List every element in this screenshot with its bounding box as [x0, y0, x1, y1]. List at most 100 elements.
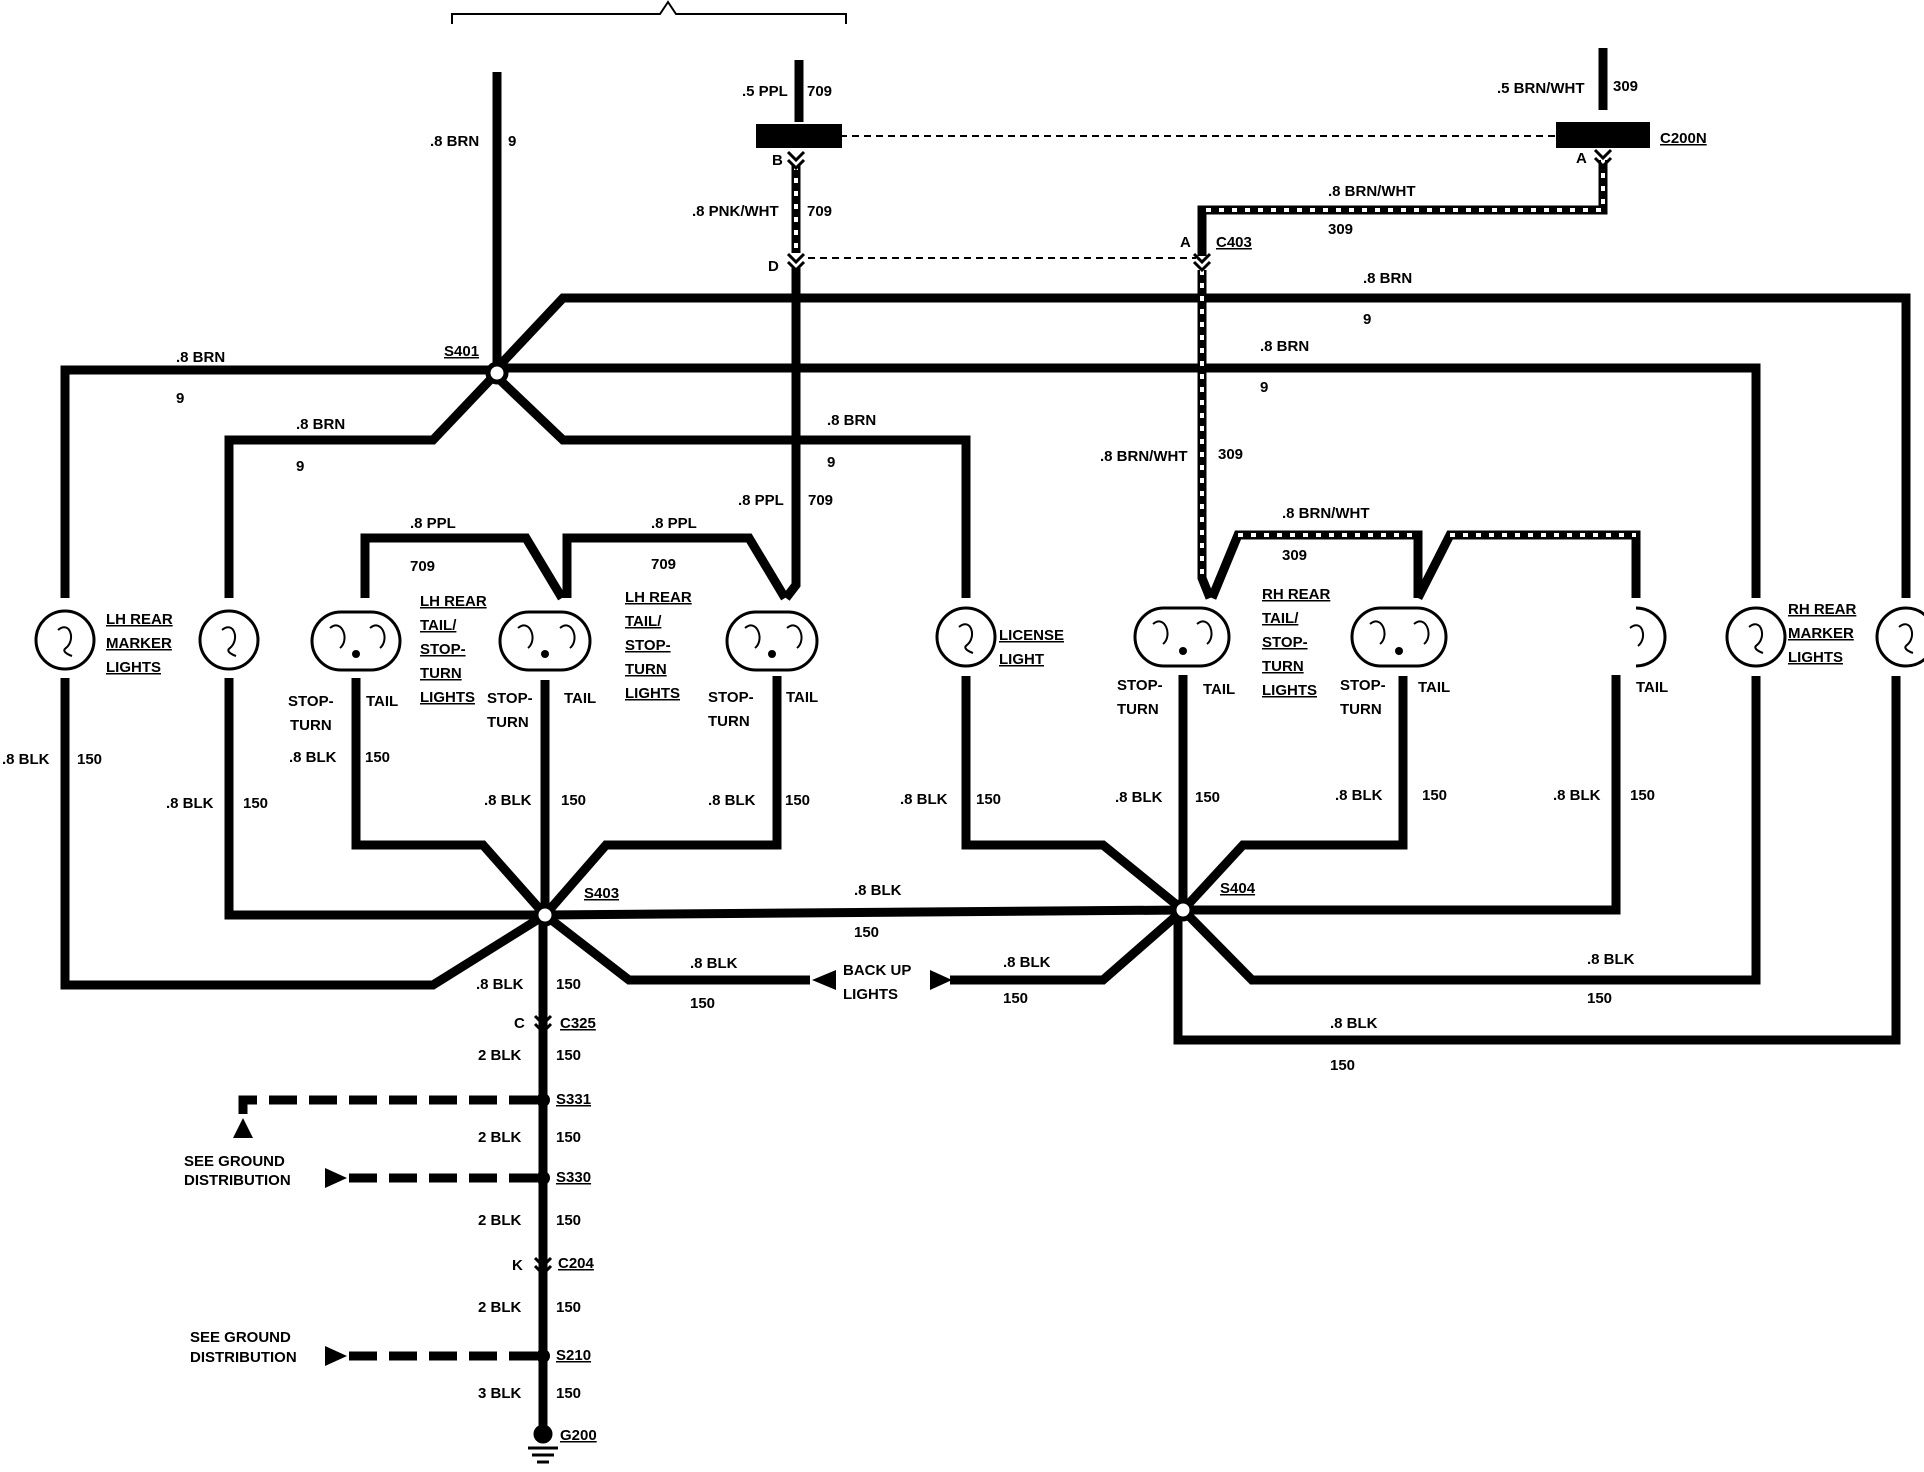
svg-text:MARKER: MARKER	[106, 635, 172, 652]
wire-label-blk-rh-inner: .8 BLK	[1587, 951, 1635, 968]
label-stop-turn-2: STOP- TURN	[487, 690, 533, 731]
wire-label-blk-8: .8 BLK	[1335, 787, 1383, 804]
pin-label-k: K	[512, 1257, 523, 1274]
pin-label-b: B	[772, 152, 783, 169]
rh-tail-single-bulb	[1629, 606, 1667, 668]
circuit-label-150-g4: 150	[556, 1299, 581, 1316]
wire-label-brn-lh-inner: .8 BRN	[296, 416, 345, 433]
rh-marker-inner-bulb	[1725, 606, 1787, 668]
wire-label-ppl-right: .8 PPL	[651, 515, 697, 532]
wire-label-blk-s403-s404: .8 BLK	[854, 882, 902, 899]
svg-text:LIGHTS: LIGHTS	[625, 685, 680, 702]
label-tail-5: TAIL	[1418, 679, 1450, 696]
circuit-label-150-7: 150	[1195, 789, 1220, 806]
svg-text:TURN: TURN	[487, 714, 529, 731]
wire-label-blk-9: .8 BLK	[1553, 787, 1601, 804]
svg-text:LH REAR: LH REAR	[420, 593, 487, 610]
ground-label-g200: G200	[560, 1427, 597, 1444]
connector-label-c200n: C200N	[1660, 130, 1707, 147]
splice-s404	[1171, 898, 1195, 922]
label-stop-turn-5: STOP- TURN	[1340, 677, 1386, 718]
pin-label-c: C	[514, 1015, 525, 1032]
svg-text:LIGHTS: LIGHTS	[420, 689, 475, 706]
splice-label-s210: S210	[556, 1347, 591, 1364]
label-tail-2: TAIL	[564, 690, 596, 707]
svg-text:STOP-: STOP-	[1262, 634, 1308, 651]
splice-label-s330: S330	[556, 1169, 591, 1186]
svg-text:STOP-: STOP-	[420, 641, 466, 658]
circuit-label-150-4: 150	[561, 792, 586, 809]
splice-label-s404: S404	[1220, 880, 1256, 897]
circuit-label-150-backup-left: 150	[690, 995, 715, 1012]
pin-label-a-c200n: A	[1576, 150, 1587, 167]
circuit-label-150-g3: 150	[556, 1212, 581, 1229]
splice-s403	[533, 903, 557, 927]
wire-label-blk-trunk: .8 BLK	[476, 976, 524, 993]
label-backup-lights: BACK UP LIGHTS	[843, 962, 911, 1003]
circuit-label-150-g2: 150	[556, 1129, 581, 1146]
circuit-label-150-6: 150	[976, 791, 1001, 808]
backup-arrow-right	[930, 970, 952, 990]
label-rh-rear-marker-lights: RH REAR MARKER LIGHTS	[1788, 601, 1857, 666]
wire-label-blk-3: .8 BLK	[289, 749, 337, 766]
label-tail-3: TAIL	[786, 689, 818, 706]
wire-label-brn-rh-inner: .8 BRN	[1260, 338, 1309, 355]
label-lh-rear-tail-lights-1: LH REAR TAIL/ STOP- TURN LIGHTS	[420, 593, 487, 706]
svg-text:TAIL/: TAIL/	[1262, 610, 1299, 627]
svg-text:STOP-: STOP-	[1117, 677, 1163, 694]
svg-text:STOP-: STOP-	[1340, 677, 1386, 694]
ground-arrow-s330	[325, 1168, 347, 1188]
circuit-label-150-8: 150	[1422, 787, 1447, 804]
circuit-label-150-g1: 150	[556, 1047, 581, 1064]
circuit-label-9-lh-inner: 9	[296, 458, 304, 475]
wire-label-2blk-4: 2 BLK	[478, 1299, 522, 1316]
wire-label-blk-6: .8 BLK	[900, 791, 948, 808]
circuit-label-150-trunk: 150	[556, 976, 581, 993]
svg-text:TURN: TURN	[708, 713, 750, 730]
label-tail-1: TAIL	[366, 693, 398, 710]
lh-marker-outer-bulb	[34, 609, 96, 671]
svg-text:RH REAR: RH REAR	[1262, 586, 1331, 603]
circuit-150-wires	[60, 675, 1901, 1432]
wire-label-blk-1: .8 BLK	[2, 751, 50, 768]
circuit-label-309-top: 309	[1613, 78, 1638, 95]
label-license-light: LICENSE LIGHT	[999, 627, 1064, 668]
circuit-label-709-top: 709	[807, 83, 832, 100]
svg-text:SEE GROUND: SEE GROUND	[184, 1153, 285, 1170]
circuit-label-150-3: 150	[365, 749, 390, 766]
ground-arrow-s210	[325, 1346, 347, 1366]
wire-label-blk-4: .8 BLK	[484, 792, 532, 809]
svg-text:DISTRIBUTION: DISTRIBUTION	[190, 1349, 297, 1366]
svg-text:RH REAR: RH REAR	[1788, 601, 1857, 618]
svg-text:LIGHTS: LIGHTS	[1262, 682, 1317, 699]
splice-label-s401: S401	[444, 343, 479, 360]
label-stop-turn-1: STOP- TURN	[288, 693, 334, 734]
lh-tail-bulb-2	[498, 610, 592, 672]
svg-text:MARKER: MARKER	[1788, 625, 1854, 642]
svg-text:TURN: TURN	[290, 717, 332, 734]
label-tail-6: TAIL	[1636, 679, 1668, 696]
lh-marker-inner-bulb	[198, 609, 260, 671]
wire-label-brn-wht-vertical: .8 BRN/WHT	[1100, 448, 1188, 465]
svg-text:SEE GROUND: SEE GROUND	[190, 1329, 291, 1346]
wire-label-2blk-1: 2 BLK	[478, 1047, 522, 1064]
rh-marker-outer-bulb	[1875, 606, 1924, 668]
splice-s401	[485, 361, 509, 385]
circuit-label-709-right: 709	[651, 556, 676, 573]
circuit-label-9-rh-outer: 9	[1363, 311, 1371, 328]
svg-text:TURN: TURN	[1262, 658, 1304, 675]
circuit-309-wires	[1197, 48, 1641, 601]
svg-text:STOP-: STOP-	[487, 690, 533, 707]
wire-label-ppl-5: .5 PPL	[742, 83, 788, 100]
wire-label-brn-lh-outer: .8 BRN	[176, 349, 225, 366]
label-tail-4: TAIL	[1203, 681, 1235, 698]
circuit-label-9-lh-outer: 9	[176, 390, 184, 407]
circuit-label-150-backup-right: 150	[1003, 990, 1028, 1007]
ground-line-s331	[238, 1095, 537, 1115]
circuit-label-709-vertical: 709	[808, 492, 833, 509]
wire-label-2blk-3: 2 BLK	[478, 1212, 522, 1229]
circuit-label-9-license: 9	[827, 454, 835, 471]
label-stop-turn-3: STOP- TURN	[708, 689, 754, 730]
svg-text:STOP-: STOP-	[288, 693, 334, 710]
pin-label-d: D	[768, 258, 779, 275]
